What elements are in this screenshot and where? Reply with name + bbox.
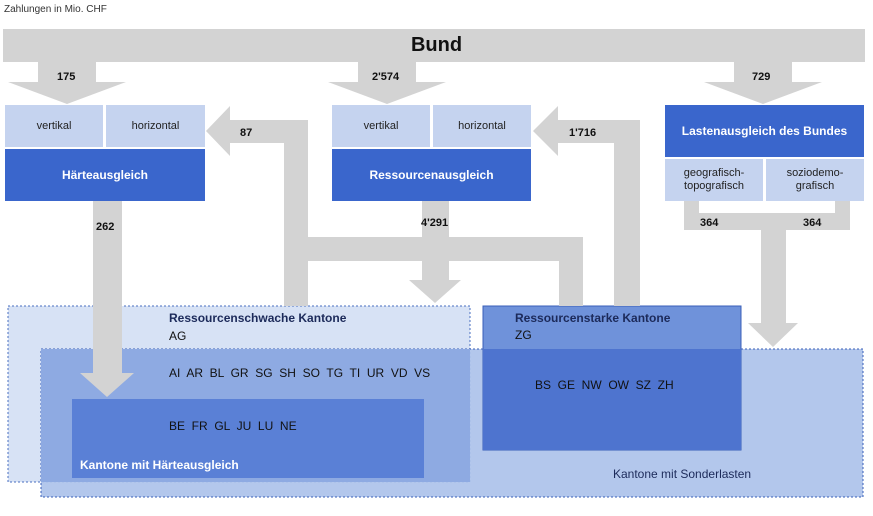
arrow-haerte-out	[80, 201, 134, 397]
lasten-geo-box	[665, 159, 763, 201]
flow-ressourcen-out: 4'291	[421, 217, 449, 229]
flow-lasten-geo: 364	[700, 217, 719, 229]
lasten-sozio-box	[766, 159, 864, 201]
haerte-vertikal-label: vertikal	[36, 120, 72, 132]
stark-title: Ressourcenstarke Kantone	[515, 311, 671, 325]
arrow-lasten-out	[748, 230, 798, 347]
arrow-bund-haerte	[8, 62, 126, 104]
haerte-horizontal-box	[106, 105, 205, 147]
schwach-title: Ressourcenschwache Kantone	[169, 311, 347, 325]
bund-bar	[3, 29, 865, 62]
haerte-horizontal-label: horizontal	[131, 120, 180, 132]
haerte-cantons: BE FR GL JU LU NE	[169, 419, 297, 433]
schwach-only-cantons: AG	[169, 329, 187, 343]
flow-bund-lasten: 729	[752, 71, 771, 83]
flow-horizontal-ressourcen: 1'716	[569, 127, 597, 139]
region-overlap-stark-sonder	[483, 349, 741, 450]
lasten-title-box	[665, 105, 864, 157]
lasten-title: Lastenausgleich des Bundes	[681, 124, 848, 138]
arrow-ressourcen-out	[409, 201, 461, 303]
haerte-title-box	[5, 149, 205, 201]
caption: Zahlungen in Mio. CHF	[4, 4, 107, 15]
flow-horizontal-haerte: 87	[240, 127, 253, 139]
lasten-geo-label: geografisch- topografisch	[683, 167, 745, 192]
ressourcen-title: Ressourcenausgleich	[369, 168, 494, 182]
lasten-bracket-gap	[699, 201, 835, 213]
region-haerteausgleich	[72, 399, 424, 478]
arrow-bund-ressourcen	[328, 62, 446, 104]
bund-label: Bund	[410, 34, 463, 56]
flow-bund-haerte: 175	[57, 71, 76, 83]
flow-bund-ressourcen: 2'574	[372, 71, 400, 83]
ressourcen-horizontal-label: horizontal	[458, 120, 506, 132]
sonder-region-label: Kantone mit Sonderlasten	[613, 467, 752, 481]
haerte-title: Härteausgleich	[61, 168, 149, 182]
arrow-horizontal-haerte	[206, 106, 308, 306]
flow-lasten-sozio: 364	[803, 217, 822, 229]
ressourcen-vertikal-label: vertikal	[363, 120, 399, 132]
arrow-horizontal-ressourcen	[533, 106, 640, 306]
ressourcen-title-box	[332, 149, 531, 201]
connector-horizontal	[308, 237, 422, 261]
haerte-region-label: Kantone mit Härteausgleich	[80, 458, 239, 472]
ressourcen-horizontal-box	[433, 105, 531, 147]
stark-only-cantons: ZG	[515, 328, 532, 342]
haerte-vertikal-box	[5, 105, 103, 147]
connector-stark-up	[559, 237, 583, 306]
flow-haerte-out: 262	[96, 221, 115, 233]
ressourcen-vertikal-box	[332, 105, 430, 147]
schwach-sonder-cantons: AI AR BL GR SG SH SO TG TI UR VD VS	[169, 366, 431, 380]
arrow-bund-lasten	[704, 62, 822, 104]
lasten-sozio-label: soziodemo- grafisch	[786, 167, 844, 192]
stark-sonder-cantons: BS GE NW OW SZ ZH	[535, 378, 674, 392]
